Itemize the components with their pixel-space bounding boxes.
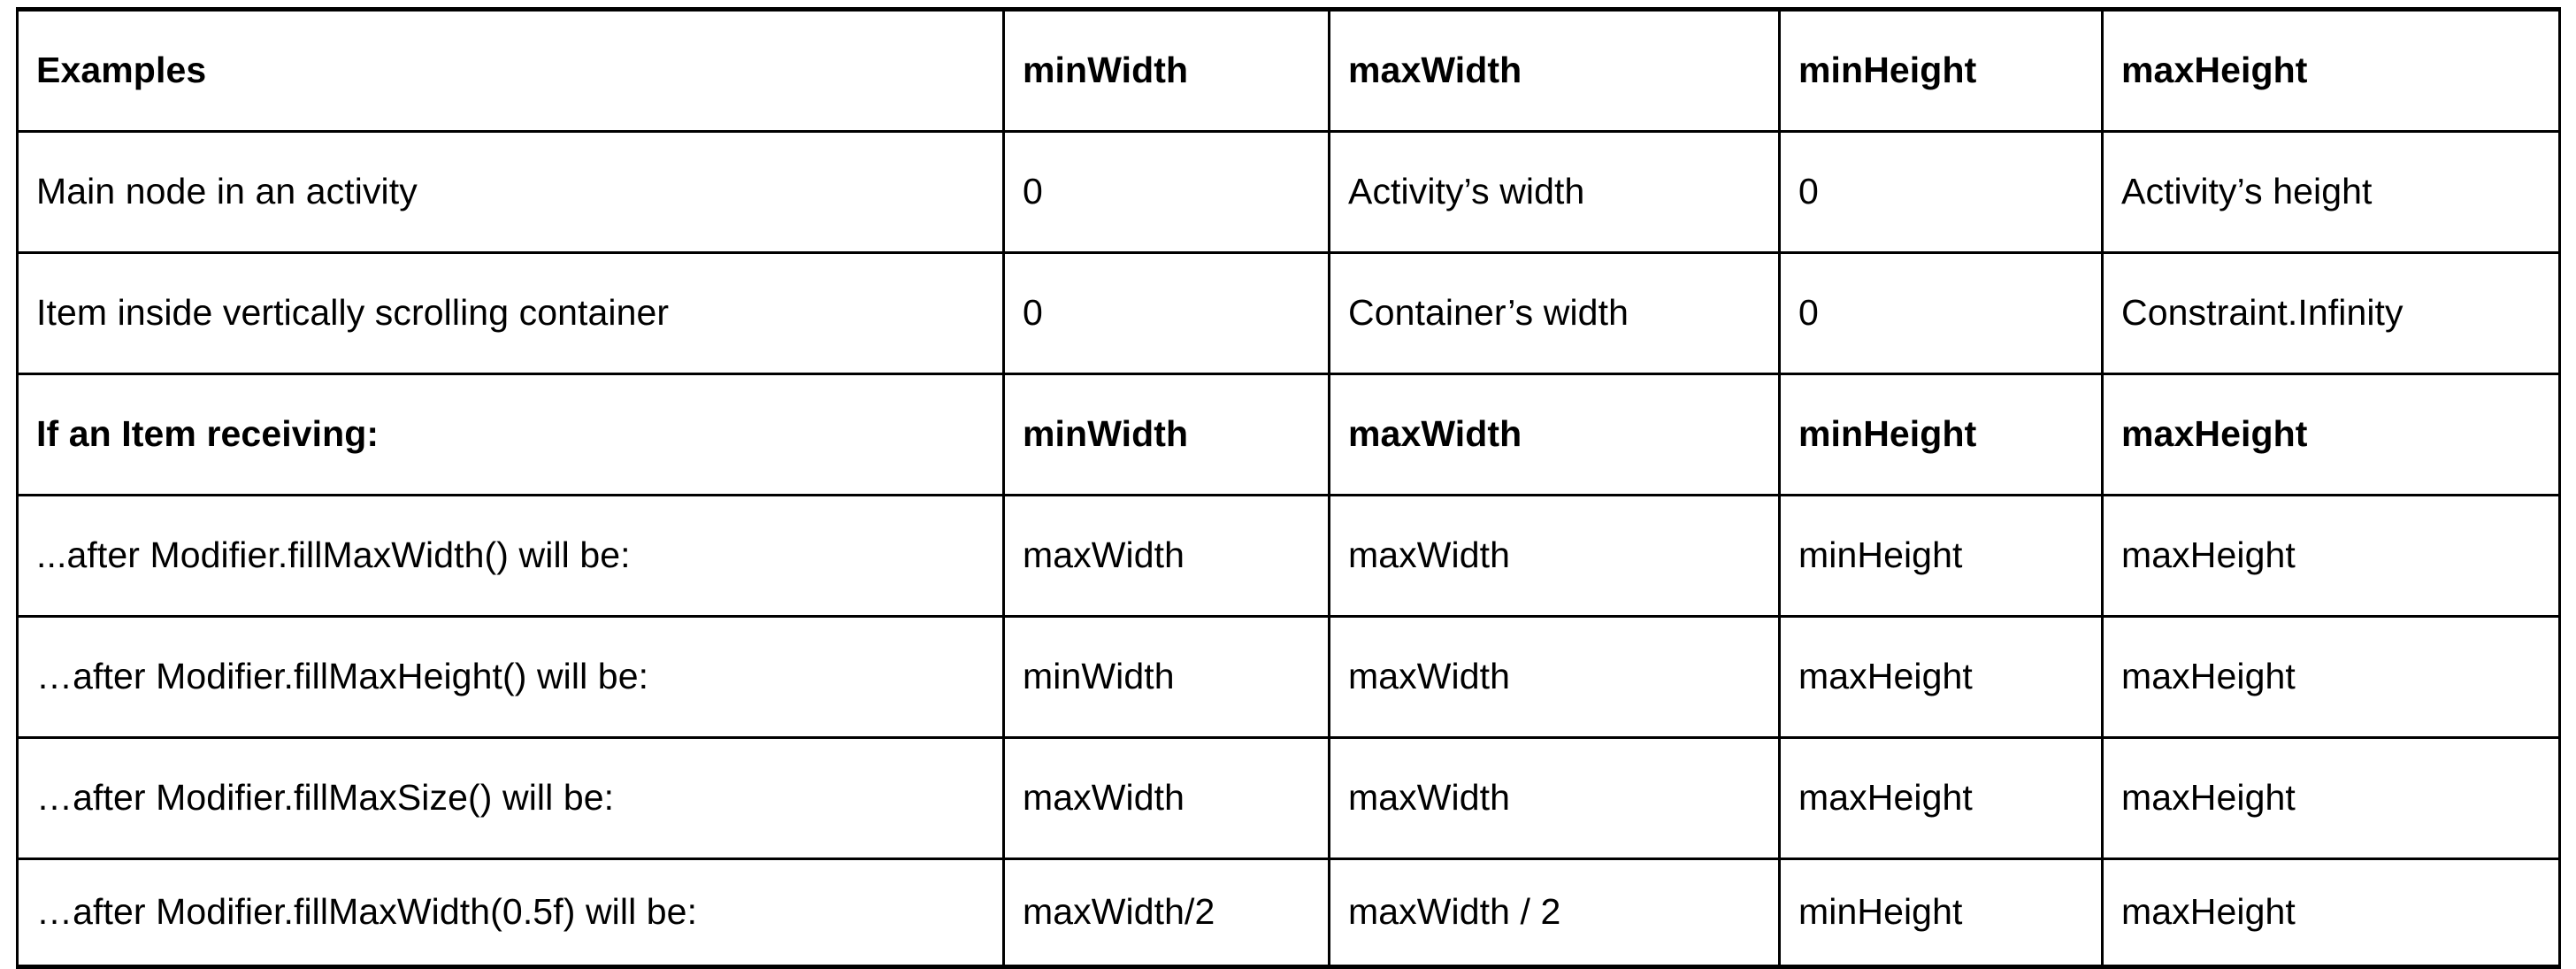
cell-minheight: 0 (1778, 130, 2104, 254)
cell-minheight: minHeight (1778, 857, 2104, 969)
cell-maxwidth: maxWidth (1328, 494, 1781, 618)
cell-maxwidth: maxWidth (1328, 615, 1781, 739)
table-row: ...after Modifier.fillMaxWidth() will be… (16, 494, 2561, 618)
subheader-cell-maxwidth: maxWidth (1328, 373, 1781, 496)
subheader-cell-item-receiving: If an Item receiving: (16, 373, 1005, 496)
table-header-row: Examples minWidth maxWidth minHeight max… (16, 7, 2561, 133)
row-label-fillmaxwidth: ...after Modifier.fillMaxWidth() will be… (16, 494, 1005, 618)
cell-minwidth: minWidth (1002, 615, 1330, 739)
header-cell-maxheight: maxHeight (2101, 7, 2561, 133)
subheader-cell-minheight: minHeight (1778, 373, 2104, 496)
row-label-main-node: Main node in an activity (16, 130, 1005, 254)
cell-maxheight: maxHeight (2101, 736, 2561, 860)
cell-maxheight: Constraint.Infinity (2101, 251, 2561, 375)
table-row: Item inside vertically scrolling contain… (16, 251, 2561, 375)
header-cell-minwidth: minWidth (1002, 7, 1330, 133)
row-label-fillmaxsize: …after Modifier.fillMaxSize() will be: (16, 736, 1005, 860)
table-row: Main node in an activity 0 Activity’s wi… (16, 130, 2561, 254)
cell-minheight: maxHeight (1778, 615, 2104, 739)
table-row: …after Modifier.fillMaxWidth(0.5f) will … (16, 857, 2561, 969)
cell-maxwidth: Container’s width (1328, 251, 1781, 375)
subheader-cell-minwidth: minWidth (1002, 373, 1330, 496)
table-row: …after Modifier.fillMaxSize() will be: m… (16, 736, 2561, 860)
cell-minheight: minHeight (1778, 494, 2104, 618)
cell-maxwidth: Activity’s width (1328, 130, 1781, 254)
row-label-fillmaxwidth-fraction: …after Modifier.fillMaxWidth(0.5f) will … (16, 857, 1005, 969)
table-subheader-row: If an Item receiving: minWidth maxWidth … (16, 373, 2561, 496)
cell-maxheight: Activity’s height (2101, 130, 2561, 254)
cell-minwidth: maxWidth (1002, 736, 1330, 860)
cell-minwidth: 0 (1002, 130, 1330, 254)
header-cell-maxwidth: maxWidth (1328, 7, 1781, 133)
cell-maxwidth: maxWidth / 2 (1328, 857, 1781, 969)
cell-maxwidth: maxWidth (1328, 736, 1781, 860)
constraints-table: Examples minWidth maxWidth minHeight max… (16, 7, 2561, 969)
header-cell-examples: Examples (16, 7, 1005, 133)
cell-maxheight: maxHeight (2101, 857, 2561, 969)
row-label-fillmaxheight: …after Modifier.fillMaxHeight() will be: (16, 615, 1005, 739)
table-body: Examples minWidth maxWidth minHeight max… (16, 7, 2561, 969)
row-label-scrolling-item: Item inside vertically scrolling contain… (16, 251, 1005, 375)
cell-minwidth: 0 (1002, 251, 1330, 375)
cell-maxheight: maxHeight (2101, 615, 2561, 739)
cell-minheight: 0 (1778, 251, 2104, 375)
cell-minwidth: maxWidth/2 (1002, 857, 1330, 969)
cell-maxheight: maxHeight (2101, 494, 2561, 618)
cell-minwidth: maxWidth (1002, 494, 1330, 618)
table-row: …after Modifier.fillMaxHeight() will be:… (16, 615, 2561, 739)
subheader-cell-maxheight: maxHeight (2101, 373, 2561, 496)
header-cell-minheight: minHeight (1778, 7, 2104, 133)
cell-minheight: maxHeight (1778, 736, 2104, 860)
